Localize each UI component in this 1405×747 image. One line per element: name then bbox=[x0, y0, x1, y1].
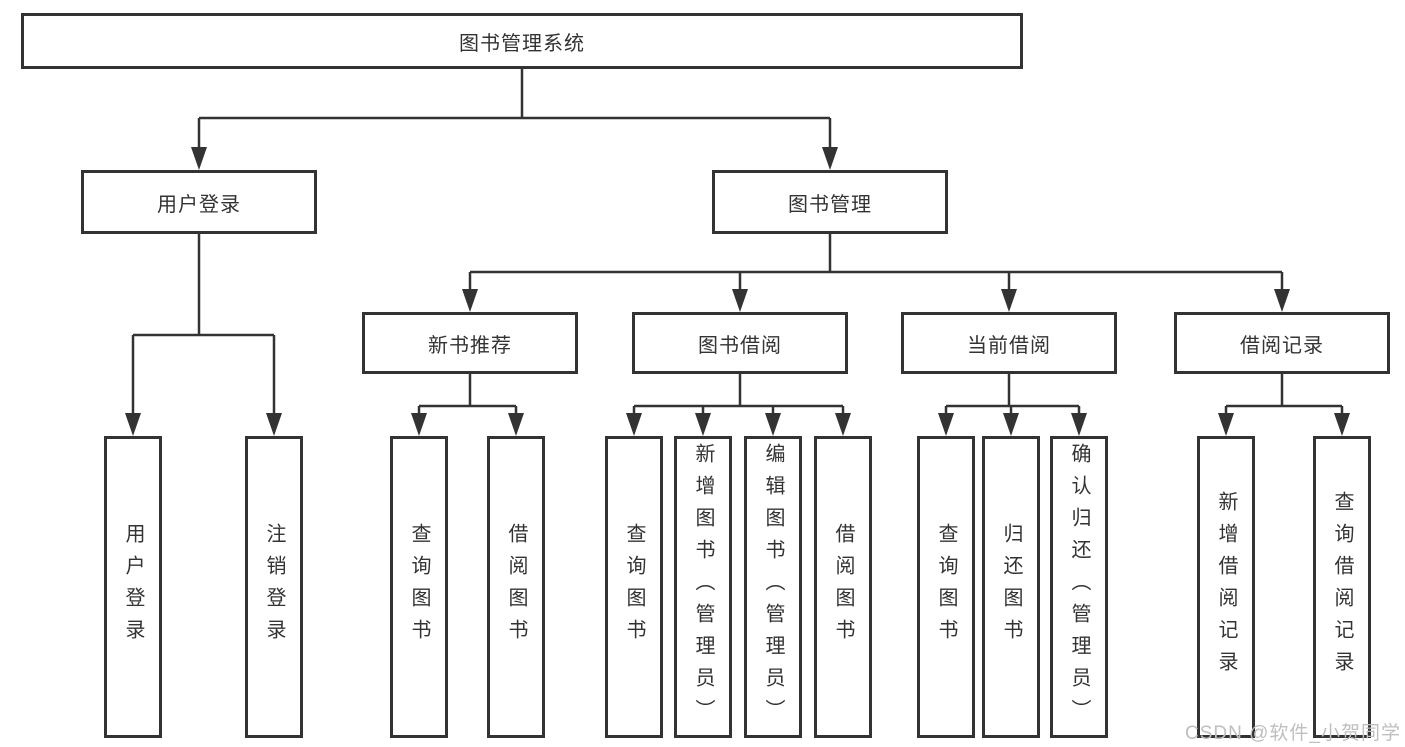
node-library-management-system: 图书管理系统 bbox=[21, 13, 1023, 69]
arrowhead-down-icon bbox=[266, 413, 282, 436]
leaf-query-books-borrowing: 查询图书 bbox=[605, 436, 663, 738]
arrowhead-down-icon bbox=[1218, 413, 1234, 436]
node-borrowing-records: 借阅记录 bbox=[1174, 312, 1390, 374]
node-book-management: 图书管理 bbox=[712, 170, 948, 234]
arrowhead-down-icon bbox=[822, 147, 838, 170]
arrowhead-down-icon bbox=[411, 413, 427, 436]
node-current-borrowing: 当前借阅 bbox=[901, 312, 1117, 374]
arrowhead-down-icon bbox=[1001, 289, 1017, 312]
arrowhead-down-icon bbox=[1334, 413, 1350, 436]
arrowhead-down-icon bbox=[938, 413, 954, 436]
arrowhead-down-icon bbox=[508, 413, 524, 436]
arrowhead-down-icon bbox=[462, 289, 478, 312]
node-user-login: 用户登录 bbox=[81, 170, 317, 234]
leaf-return-books: 归还图书 bbox=[982, 436, 1040, 738]
watermark: CSDN @软件_小贺同学 bbox=[1185, 723, 1401, 744]
connector-book-borrowing-to-leaves bbox=[632, 374, 845, 416]
leaf-add-borrowing-record: 新增借阅记录 bbox=[1197, 436, 1255, 738]
node-book-borrowing: 图书借阅 bbox=[632, 312, 848, 374]
connector-book-management-to-level3 bbox=[468, 234, 1284, 292]
connector-root-to-level2 bbox=[197, 69, 832, 150]
arrowhead-down-icon bbox=[125, 413, 141, 436]
leaf-edit-books-admin: 编辑图书（管理员） bbox=[744, 436, 802, 738]
leaf-confirm-return-admin: 确认归还（管理员） bbox=[1050, 436, 1108, 738]
leaf-borrow-books-borrowing: 借阅图书 bbox=[814, 436, 872, 738]
arrowhead-down-icon bbox=[765, 413, 781, 436]
arrowhead-down-icon bbox=[1003, 413, 1019, 436]
arrowhead-down-icon bbox=[835, 413, 851, 436]
arrowhead-down-icon bbox=[1274, 289, 1290, 312]
arrowhead-down-icon bbox=[1071, 413, 1087, 436]
node-new-book-recommendation: 新书推荐 bbox=[362, 312, 578, 374]
connector-user-login-to-leaves bbox=[131, 234, 276, 416]
connector-borrowing-records-to-leaves bbox=[1224, 374, 1344, 416]
connector-new-book-recommendation-to-leaves bbox=[417, 374, 518, 416]
leaf-query-borrowing-record: 查询借阅记录 bbox=[1313, 436, 1371, 738]
arrowhead-down-icon bbox=[695, 413, 711, 436]
arrowhead-down-icon bbox=[191, 147, 207, 170]
leaf-query-books-current: 查询图书 bbox=[917, 436, 975, 738]
arrowhead-down-icon bbox=[626, 413, 642, 436]
leaf-borrow-books-recommendation: 借阅图书 bbox=[487, 436, 545, 738]
connector-current-borrowing-to-leaves bbox=[944, 374, 1081, 416]
leaf-add-books-admin: 新增图书（管理员） bbox=[674, 436, 732, 738]
leaf-query-books-recommendation: 查询图书 bbox=[390, 436, 448, 738]
leaf-user-login: 用户登录 bbox=[104, 436, 162, 738]
arrowhead-down-icon bbox=[732, 289, 748, 312]
leaf-logout: 注销登录 bbox=[245, 436, 303, 738]
